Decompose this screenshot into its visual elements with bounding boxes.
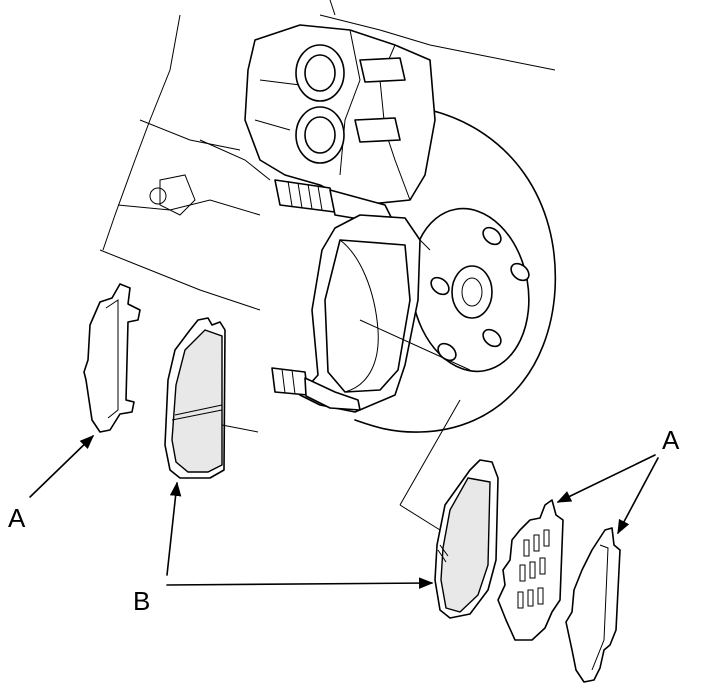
callout-arrows — [29, 434, 659, 589]
lower-pin-boot — [271, 367, 361, 411]
wheel-studs — [430, 226, 530, 362]
caliper-bracket — [299, 214, 471, 413]
arrow-a-shim — [556, 454, 656, 503]
label-b: B — [133, 586, 150, 616]
arrow-a-shim-far — [617, 457, 659, 535]
pad-shim-slotted — [497, 499, 564, 641]
brake-caliper — [244, 24, 436, 206]
label-a-left: A — [8, 503, 26, 533]
arrow-a-left — [29, 434, 95, 498]
pad-shim-right — [565, 527, 621, 683]
caliper-pistons — [295, 44, 345, 164]
arrow-b-left — [166, 481, 182, 576]
brake-pad-left — [164, 317, 259, 479]
brake-pad-right — [399, 399, 499, 619]
steering-knuckle-outline — [99, 0, 556, 311]
shim-slots — [517, 529, 550, 609]
arrow-b-right — [166, 577, 434, 589]
pad-shim-left — [83, 283, 141, 433]
label-a-right: A — [662, 425, 680, 455]
